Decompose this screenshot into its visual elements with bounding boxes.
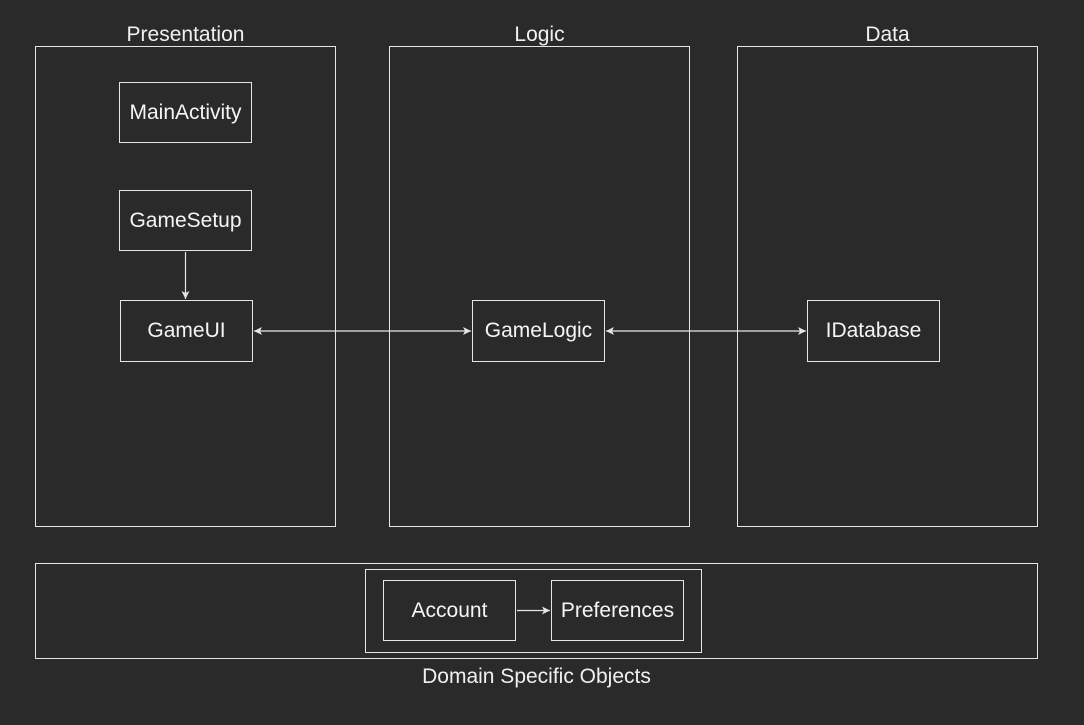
node-game-setup-label: GameSetup xyxy=(129,208,242,232)
node-main-activity-label: MainActivity xyxy=(129,100,242,124)
node-game-logic[interactable]: GameLogic xyxy=(472,300,605,362)
domain-container xyxy=(35,563,1038,659)
node-idatabase-label: IDatabase xyxy=(825,319,922,342)
lane-title-data: Data xyxy=(865,23,910,46)
node-game-ui-label: GameUI xyxy=(147,319,226,342)
lane-title-logic: Logic xyxy=(514,23,565,46)
node-game-logic-label: GameLogic xyxy=(484,319,593,342)
node-game-ui[interactable]: GameUI xyxy=(120,300,253,362)
node-idatabase[interactable]: IDatabase xyxy=(807,300,940,362)
lane-logic xyxy=(389,46,690,527)
node-preferences[interactable]: Preferences xyxy=(551,580,684,641)
lane-data xyxy=(737,46,1038,527)
node-account-label: Account xyxy=(411,598,488,622)
node-preferences-label: Preferences xyxy=(560,598,675,622)
node-main-activity[interactable]: MainActivity xyxy=(119,82,252,143)
lane-presentation xyxy=(35,46,336,527)
domain-object-group xyxy=(365,569,702,653)
lane-title-presentation: Presentation xyxy=(126,23,245,46)
domain-title: Domain Specific Objects xyxy=(422,665,651,688)
node-game-setup[interactable]: GameSetup xyxy=(119,190,252,251)
node-account[interactable]: Account xyxy=(383,580,516,641)
